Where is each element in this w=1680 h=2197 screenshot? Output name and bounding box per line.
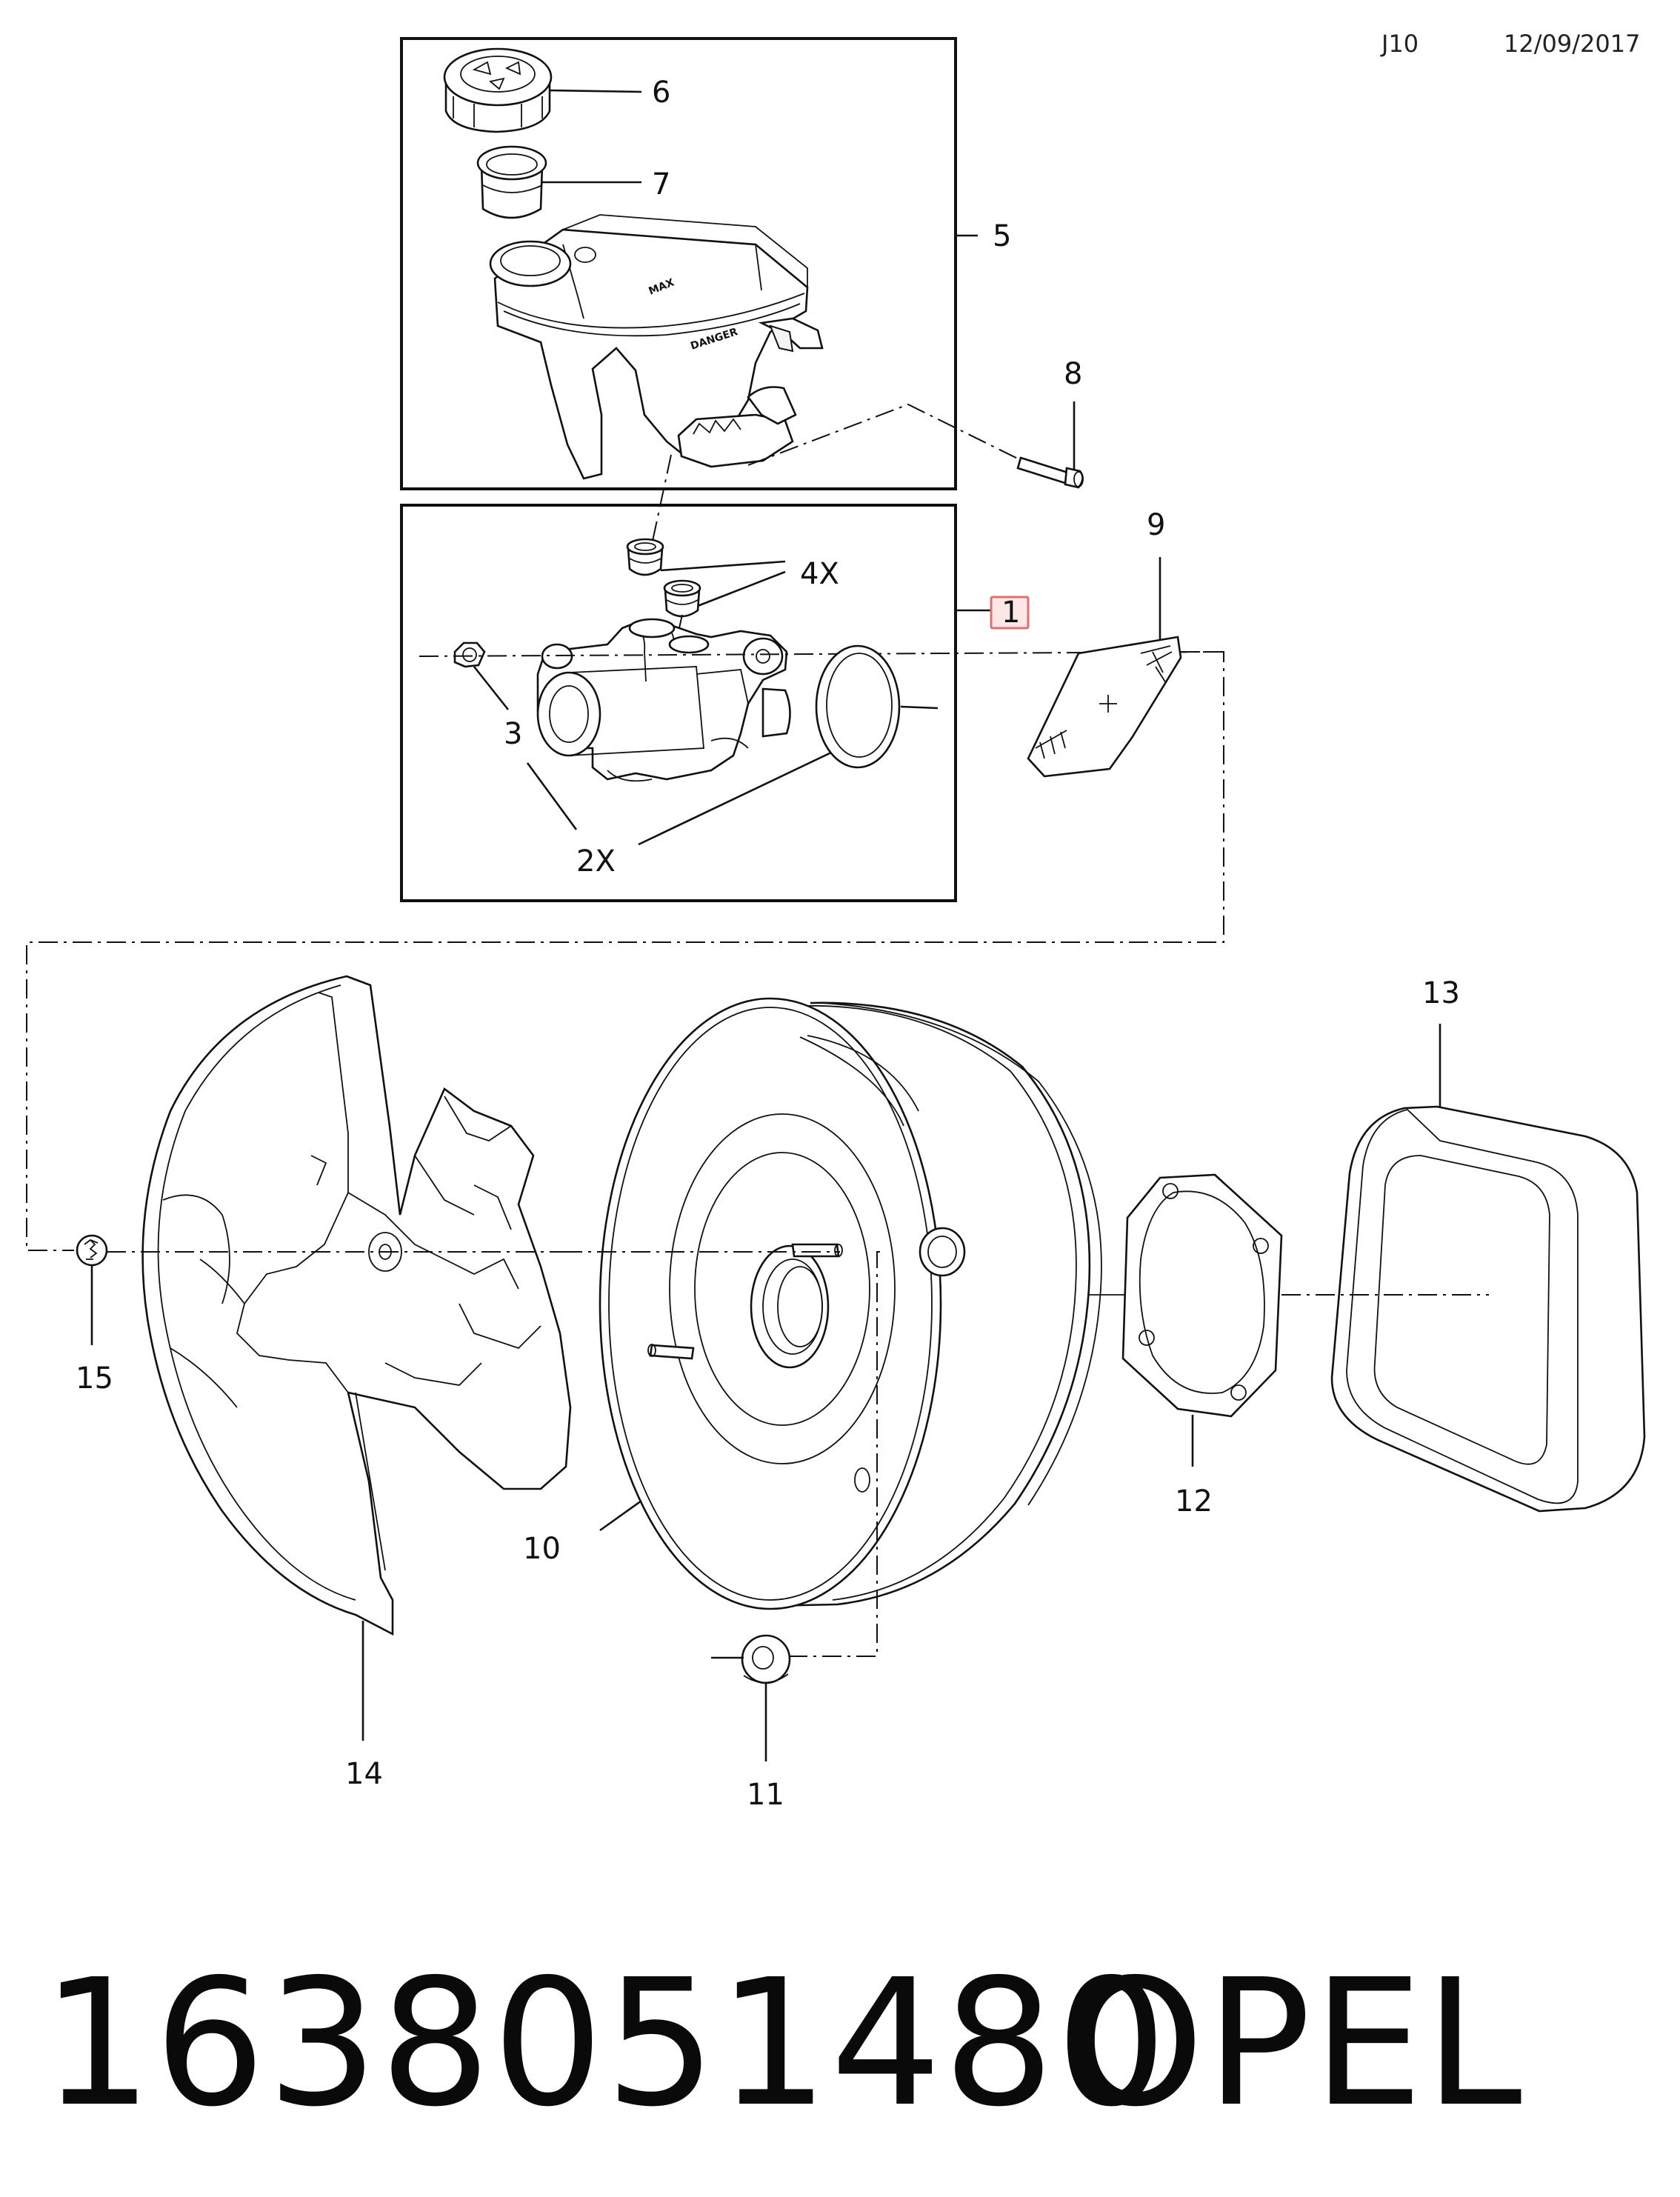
master-cylinder-assembly-box bbox=[400, 504, 957, 902]
callout-13: 13 bbox=[1422, 976, 1460, 1010]
callout-9: 9 bbox=[1147, 508, 1165, 542]
part-number: 1638051480 bbox=[41, 1941, 1169, 2145]
callout-3: 3 bbox=[504, 717, 522, 751]
assembly-centerline bbox=[26, 651, 1224, 1251]
reservoir-pin bbox=[1016, 456, 1084, 489]
callout-10: 10 bbox=[523, 1532, 561, 1566]
callout-4x: 4X bbox=[800, 557, 839, 591]
brake-fluid-reservoir: MAX DANGER bbox=[489, 214, 824, 480]
callout-1: 1 bbox=[1001, 596, 1020, 630]
diagram-date: 12/09/2017 bbox=[1504, 30, 1640, 58]
callout-12: 12 bbox=[1175, 1484, 1213, 1518]
reservoir-assembly-box bbox=[400, 37, 957, 490]
callout-5: 5 bbox=[993, 219, 1011, 253]
callout-7: 7 bbox=[652, 167, 670, 201]
master-cylinder-o-ring bbox=[815, 644, 901, 769]
callout-15: 15 bbox=[76, 1361, 113, 1396]
brake-master-cylinder bbox=[536, 618, 791, 782]
callout-8: 8 bbox=[1064, 357, 1082, 391]
reservoir-centerline bbox=[650, 454, 672, 552]
master-cylinder-nut bbox=[453, 641, 486, 668]
reservoir-grommets bbox=[626, 538, 701, 618]
brand-name: OPEL bbox=[1067, 1941, 1524, 2145]
reservoir-cap bbox=[443, 47, 553, 133]
heat-shield bbox=[141, 975, 572, 1636]
retaining-clip bbox=[76, 1234, 108, 1267]
brake-booster bbox=[599, 997, 1102, 1610]
booster-washer bbox=[741, 1634, 791, 1684]
callout-1-highlight bbox=[990, 596, 1030, 630]
callout-14: 14 bbox=[345, 1757, 383, 1791]
booster-seal bbox=[919, 1227, 966, 1277]
bolt-centerline bbox=[747, 403, 1038, 469]
diagram-code: J10 bbox=[1380, 30, 1419, 58]
reservoir-strainer bbox=[476, 145, 547, 219]
booster-seal-frame bbox=[1330, 1105, 1646, 1513]
insulator-gasket bbox=[1027, 636, 1182, 778]
callout-2x: 2X bbox=[576, 844, 616, 879]
callout-6: 6 bbox=[652, 76, 670, 110]
callout-11: 11 bbox=[747, 1778, 784, 1812]
booster-gasket bbox=[1121, 1173, 1283, 1418]
